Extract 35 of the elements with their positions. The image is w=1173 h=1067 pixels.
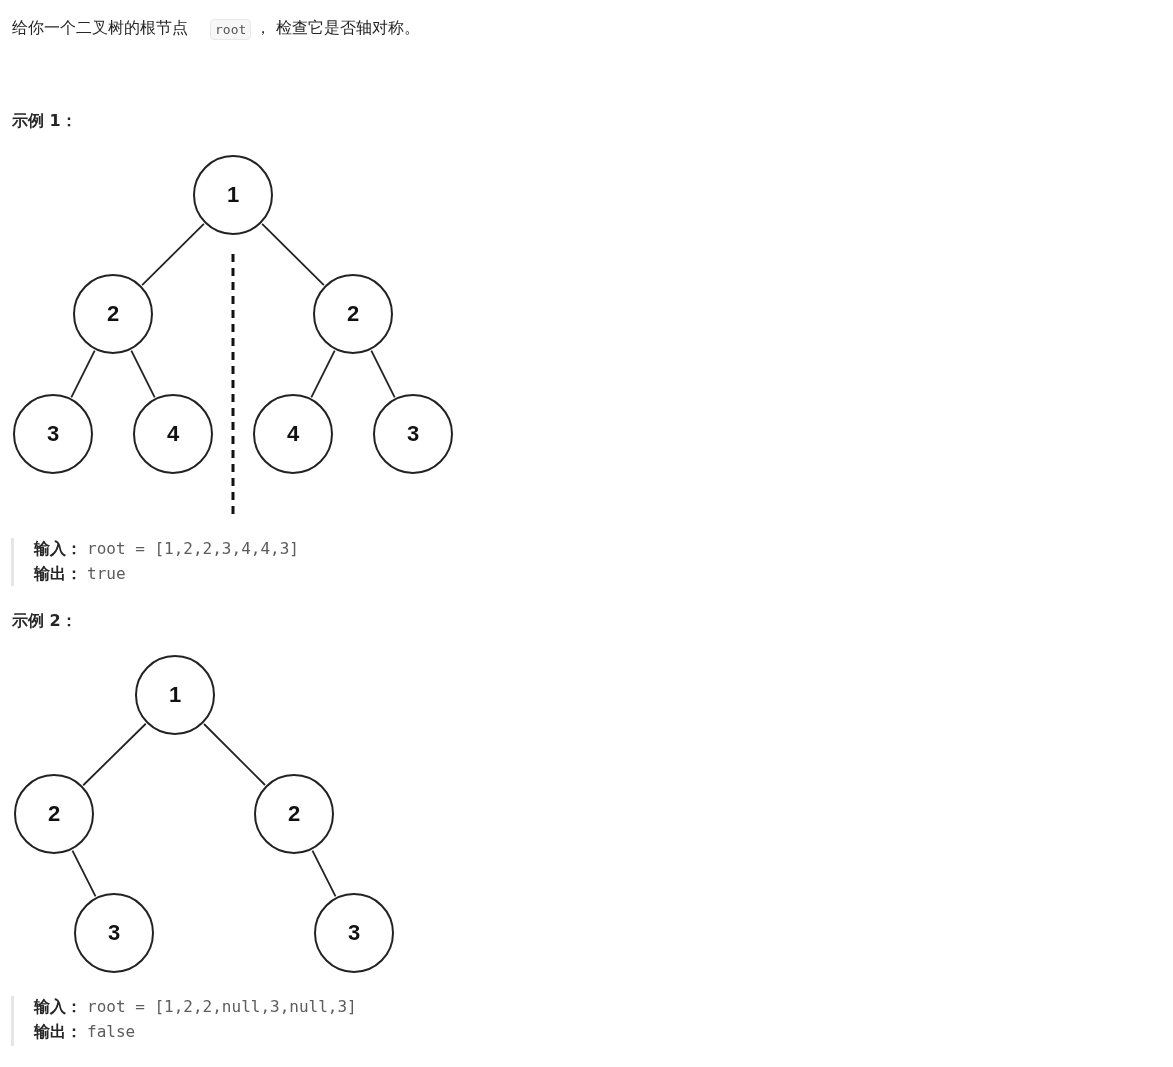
tree-node-circle: 4 bbox=[253, 394, 333, 474]
field-label: 输出： bbox=[34, 564, 82, 585]
example-heading: 示例 2： bbox=[12, 611, 77, 632]
tree-edge bbox=[130, 349, 156, 399]
tree-node-circle: 2 bbox=[73, 274, 153, 354]
code-text: true bbox=[87, 564, 126, 583]
tree-edge bbox=[71, 849, 97, 898]
field-label: 输出： bbox=[34, 1022, 82, 1043]
example-heading: 示例 1： bbox=[12, 111, 77, 132]
tree-edge bbox=[370, 349, 396, 399]
tree-edge bbox=[141, 222, 205, 287]
tree-edge bbox=[203, 723, 266, 786]
field-label: 输入： bbox=[34, 997, 82, 1018]
tree-node-circle: 2 bbox=[254, 774, 334, 854]
tree-node-circle: 1 bbox=[193, 155, 273, 235]
inline-code: root bbox=[210, 19, 252, 40]
field-label: 输入： bbox=[34, 539, 82, 560]
intro-text: 给你一个二叉树的根节点 bbox=[12, 18, 188, 39]
code-text: root = [1,2,2,3,4,4,3] bbox=[87, 539, 299, 558]
tree-edge bbox=[82, 722, 147, 787]
tree-node-circle: 3 bbox=[13, 394, 93, 474]
tree-edge bbox=[311, 849, 337, 898]
tree-node-circle: 2 bbox=[14, 774, 94, 854]
intro-text: ， 检查它是否轴对称。 bbox=[255, 18, 421, 39]
tree-node-circle: 2 bbox=[313, 274, 393, 354]
tree-edge bbox=[310, 349, 336, 399]
tree-node-circle: 3 bbox=[373, 394, 453, 474]
tree-edge bbox=[261, 222, 325, 287]
code-text: root = [1,2,2,null,3,null,3] bbox=[87, 997, 357, 1016]
tree-node-circle: 4 bbox=[133, 394, 213, 474]
tree-node-circle: 3 bbox=[314, 893, 394, 973]
code-text: false bbox=[87, 1022, 136, 1041]
tree-edge bbox=[70, 349, 96, 399]
tree-node-circle: 3 bbox=[74, 893, 154, 973]
tree-node-circle: 1 bbox=[135, 655, 215, 735]
